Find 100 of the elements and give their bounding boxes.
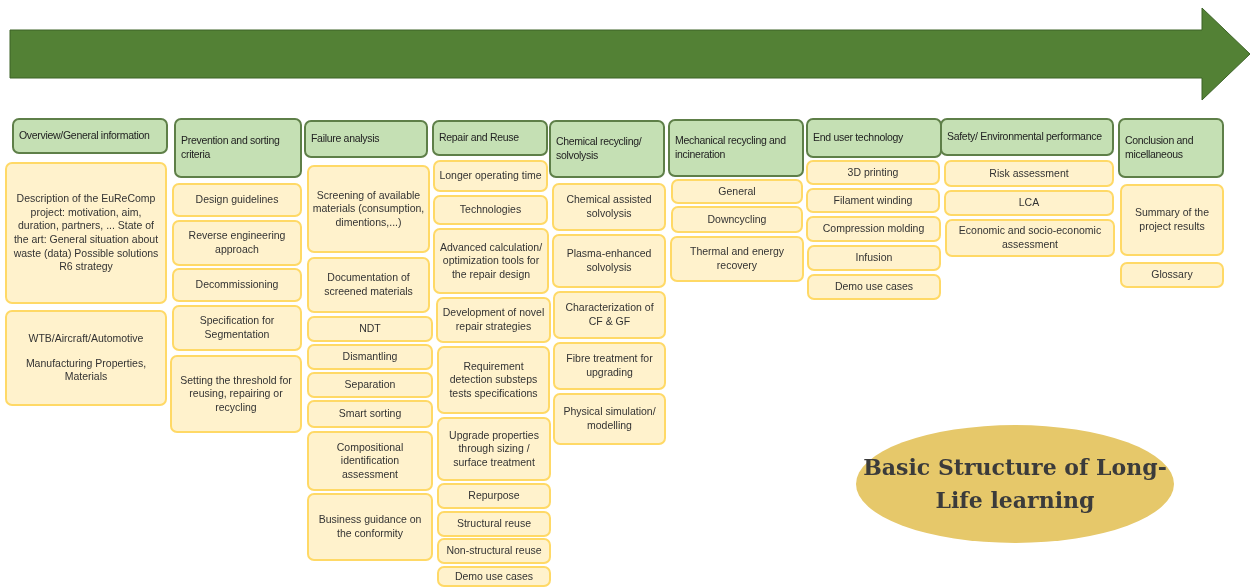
category-title: Repair and Reuse xyxy=(439,131,520,145)
topic-label: Documentation of screened materials xyxy=(323,271,414,299)
topic-label: NDT xyxy=(358,322,382,336)
topic-label: Summary of the project results xyxy=(1133,206,1211,234)
topic-box xyxy=(806,160,940,185)
topic-box xyxy=(433,228,549,294)
category-title: Mechanical recycling and incineration xyxy=(675,134,787,162)
category-header xyxy=(174,118,302,178)
topic-box xyxy=(553,291,666,339)
topic-label: Decommissioning xyxy=(194,278,280,292)
topic-box xyxy=(1120,184,1224,256)
topic-box xyxy=(807,245,941,271)
category-title: Failure analysis xyxy=(311,132,381,146)
topic-label: Compression molding xyxy=(821,222,926,236)
topic-label: Requirement detection substeps tests specifications xyxy=(448,359,539,401)
topic-label: Business guidance on the conformity xyxy=(317,513,423,541)
topic-label: Advanced calculation/ optimization tools for the repair design xyxy=(438,240,544,282)
topic-box xyxy=(671,179,803,204)
topic-box xyxy=(806,188,940,213)
topic-box xyxy=(437,417,551,481)
topic-box xyxy=(172,268,302,302)
topic-label: General xyxy=(717,184,757,199)
category-header xyxy=(12,118,168,154)
category-title: Chemical recycling/ solvolysis xyxy=(556,135,643,163)
topic-label: Infusion xyxy=(854,251,894,265)
topic-label: Screening of available materials (consumption, dimentions,...) xyxy=(312,188,425,230)
topic-box xyxy=(307,431,433,491)
topic-label: Characterization of CF & GF xyxy=(564,301,655,329)
topic-label: Filament winding xyxy=(832,193,914,208)
topic-label: Smart sorting xyxy=(337,407,403,421)
topic-label: Downcycling xyxy=(706,212,768,227)
topic-label: Longer operating time xyxy=(438,169,543,183)
category-title: Overview/General information xyxy=(19,129,151,143)
topic-label: Demo use cases xyxy=(453,569,535,584)
topic-box xyxy=(552,234,666,288)
topic-box xyxy=(172,183,302,217)
topic-label: Design guidelines xyxy=(194,193,280,207)
topic-label: Technologies xyxy=(458,203,523,217)
topic-label: Separation xyxy=(343,378,397,392)
topic-box xyxy=(437,483,551,509)
topic-box xyxy=(806,216,941,242)
topic-box xyxy=(437,538,551,564)
category-header xyxy=(432,120,548,156)
topic-box xyxy=(1120,262,1224,288)
topic-box xyxy=(553,342,666,390)
topic-box xyxy=(807,274,941,300)
topic-label: Chemical assisted solvolysis xyxy=(565,193,653,221)
category-header xyxy=(1118,118,1224,178)
topic-label: Thermal and energy recovery xyxy=(689,245,785,273)
topic-label: Compositional identification assessment xyxy=(335,440,405,482)
topic-box xyxy=(437,566,551,587)
topic-label: Repurpose xyxy=(467,489,521,503)
topic-box xyxy=(307,165,430,253)
topic-box xyxy=(671,206,803,233)
category-header xyxy=(304,120,428,158)
topic-label: Dismantling xyxy=(341,350,399,364)
topic-label: Upgrade properties through sizing / surface treatment xyxy=(448,428,540,470)
topic-label: Plasma-enhanced solvolysis xyxy=(565,247,653,275)
topic-box xyxy=(670,236,804,282)
topic-box xyxy=(307,493,433,561)
category-title: End user technology xyxy=(813,131,905,145)
topic-label: LCA xyxy=(1017,196,1041,210)
category-title: Prevention and sorting criteria xyxy=(181,134,281,162)
category-header xyxy=(940,118,1114,156)
topic-box xyxy=(433,160,548,192)
topic-box xyxy=(307,344,433,370)
topic-label: Non-structural reuse xyxy=(445,544,543,558)
category-header xyxy=(668,119,804,177)
topic-label: Structural reuse xyxy=(455,517,533,531)
category-header xyxy=(806,118,942,158)
topic-box xyxy=(170,355,302,433)
topic-box xyxy=(307,257,430,313)
topic-box xyxy=(433,195,548,225)
topic-label: 3D printing xyxy=(846,165,900,180)
category-title: Safety/ Environmental performance xyxy=(947,130,1103,144)
topic-box xyxy=(172,305,302,351)
topic-box xyxy=(307,316,433,342)
topic-label: Development of novel repair strategies xyxy=(441,306,546,334)
topic-label: Risk assessment xyxy=(988,166,1070,181)
topic-box xyxy=(944,160,1114,187)
category-header xyxy=(549,120,665,178)
topic-label: Reverse engineering approach xyxy=(187,229,287,257)
topic-label: Setting the threshold for reusing, repairing or recycling xyxy=(179,373,293,415)
category-title: Conclusion and micellaneous xyxy=(1125,134,1195,162)
topic-label: Demo use cases xyxy=(833,280,915,294)
topic-label: Manufacturing Properties, Materials xyxy=(24,356,148,384)
topic-label: Physical simulation/ modelling xyxy=(562,405,657,433)
topic-box xyxy=(436,297,551,343)
topic-label: Specification for Segmentation xyxy=(198,314,276,342)
topic-box xyxy=(307,400,433,428)
topic-label: Glossary xyxy=(1150,268,1194,282)
topic-box xyxy=(553,393,666,445)
topic-box xyxy=(945,219,1115,257)
topic-box xyxy=(552,183,666,231)
topic-box xyxy=(944,190,1114,216)
topic-label: WTB/Aircraft/Automotive xyxy=(27,332,145,346)
topic-box xyxy=(437,511,551,537)
topic-label: Fibre treatment for upgrading xyxy=(565,352,654,380)
topic-box xyxy=(307,372,433,398)
topic-box xyxy=(5,310,167,406)
